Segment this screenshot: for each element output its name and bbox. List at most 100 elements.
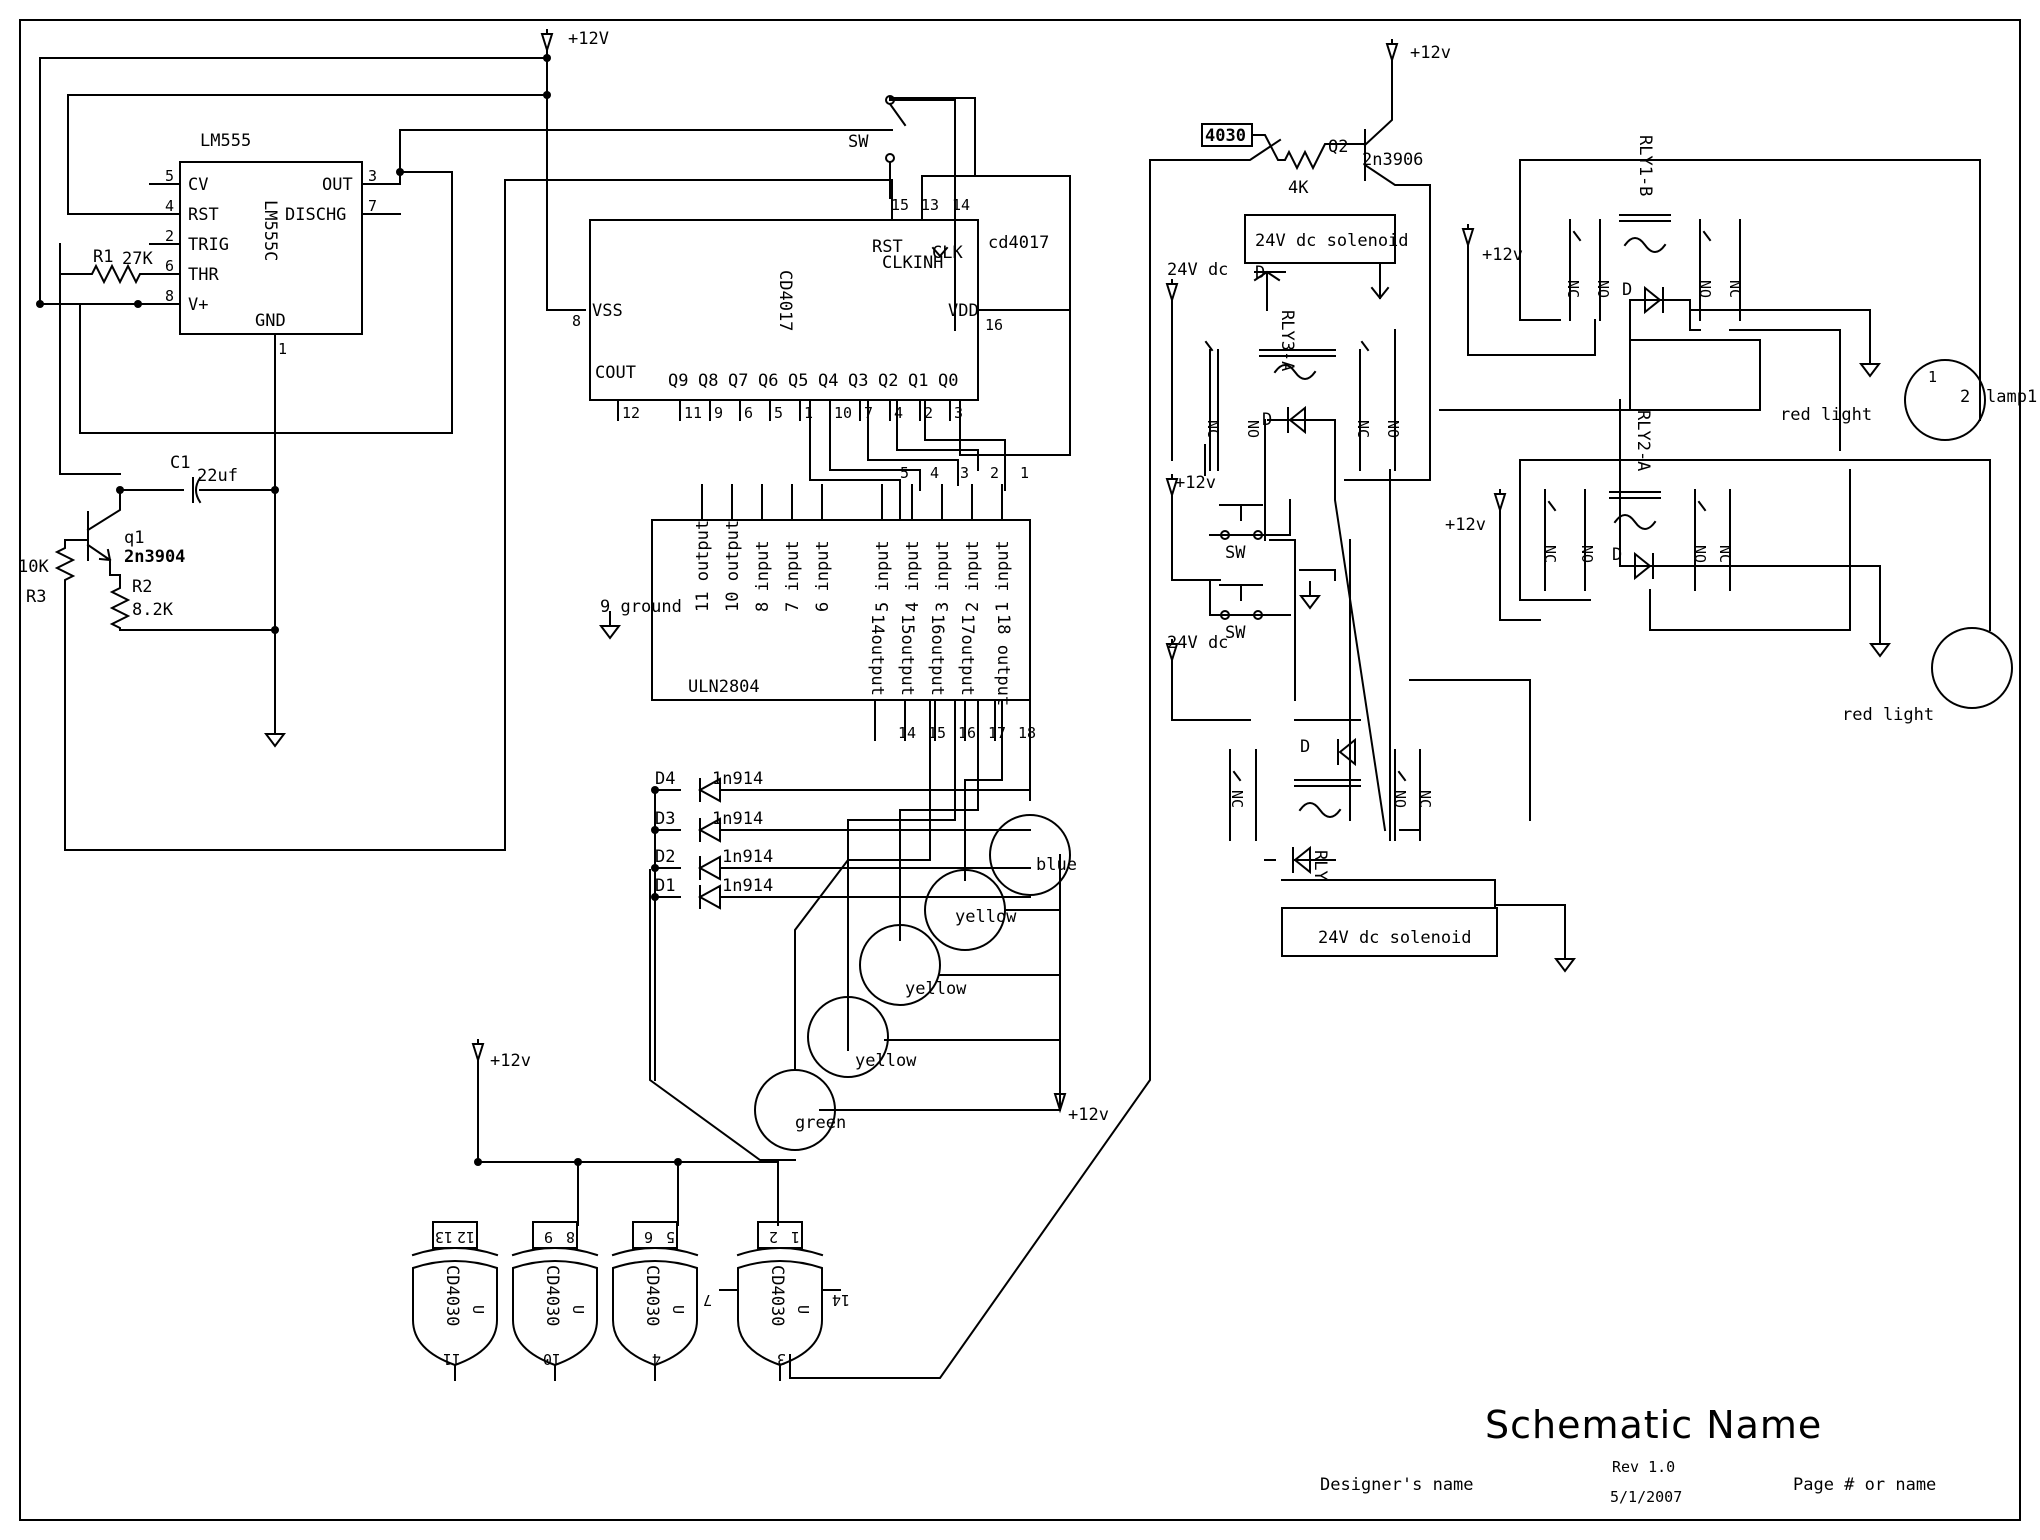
uln2804-ref: ULN2804	[688, 677, 760, 697]
rly-lower-nc: NC	[1228, 790, 1246, 808]
rly3-no-2: NO	[1384, 420, 1402, 438]
red-light-2: red light	[1842, 627, 2013, 725]
switch-label: SW	[848, 132, 869, 152]
uln-input-label: 6 input	[813, 540, 833, 612]
diode-ref: D3	[655, 809, 675, 829]
rly1b-no: NO	[1594, 280, 1612, 298]
route-2: 2	[990, 464, 999, 482]
lamp1-label: lamp1	[1986, 387, 2037, 407]
supply-lamps-label: +12v	[1068, 1105, 1109, 1125]
diode-part: 1n914	[712, 809, 763, 829]
route-5: 5	[900, 464, 909, 482]
cd4017-pin-number: 5	[774, 404, 783, 422]
resistor-r2: R2 8.2K	[109, 574, 279, 634]
q2-ref: Q2	[1328, 137, 1348, 157]
rly1b-label: RLY1-B	[1635, 135, 1655, 196]
v24-label-2: 24V dc	[1167, 633, 1228, 653]
v24-label-1: 24V dc	[1167, 260, 1228, 280]
xor-mark: U	[794, 1305, 812, 1314]
cd4017-pin-number: 12	[622, 404, 640, 422]
cd4017-pin-number: 11	[684, 404, 702, 422]
cd4017-output-q5: Q5	[788, 371, 808, 391]
relay-rly2a: RLY2-A D NC NO NO NC +12v	[1445, 399, 1991, 657]
cd4017-pin-number: 4	[894, 404, 903, 422]
rly2a-no: NO	[1578, 545, 1596, 563]
lm555-timer: LM555 LM555C CV RST TRIG THR V+ GND OUT …	[149, 131, 401, 721]
r2-ref: R2	[132, 577, 152, 597]
pinnum-vdd: 16	[985, 316, 1003, 334]
switch-sw-top[interactable]: SW	[848, 95, 976, 199]
red-light-1-label: red light	[1780, 405, 1872, 425]
lamp-yellow-3: yellow	[807, 996, 917, 1078]
cd4017-output-q9: Q9	[668, 371, 688, 391]
uln2804-body	[651, 519, 1031, 701]
solenoid-bottom: 24V dc solenoid	[1281, 879, 1575, 972]
cd4017-output-q4: Q4	[818, 371, 838, 391]
route-3: 3	[960, 464, 969, 482]
lamp1: 1 2 lamp1	[1904, 359, 2037, 441]
uln-output-label: 18 output	[993, 614, 1013, 706]
pin-clkinh: CLKINH	[882, 253, 943, 273]
resistor-r1: R1 27K	[59, 243, 153, 475]
uln-output-label: 16output	[927, 614, 947, 696]
rly3-d-label: D	[1262, 410, 1272, 430]
pushbutton-sw-1[interactable]: SW	[1217, 504, 1263, 563]
pinnum-trig: 2	[165, 227, 174, 245]
rly1b-supply-label: +12v	[1482, 245, 1523, 265]
diode-part: 1n914	[722, 847, 773, 867]
pinnum-rst: 4	[165, 197, 174, 215]
q2-resistor-value: 4K	[1288, 178, 1309, 198]
pinnum-15: 15	[891, 196, 909, 214]
diode-part: 1n914	[712, 769, 763, 789]
diode-d3: D3 1n914	[651, 809, 1031, 843]
cd4017-output-q6: Q6	[758, 371, 778, 391]
uln-output-pin: 14	[898, 724, 916, 742]
rly3-nc: NC	[1204, 420, 1222, 438]
rly-lower-label: RLY	[1310, 850, 1330, 881]
q2-supply-label: +12v	[1410, 43, 1451, 63]
capacitor-c1: C1 22uf	[116, 453, 279, 504]
diode-ref: D2	[655, 847, 675, 867]
supply-top-label: +12V	[568, 29, 609, 49]
rly1b-nc-2: NC	[1726, 280, 1744, 298]
title-block-rev: Rev 1.0	[1612, 1458, 1675, 1476]
rly3-diode-label: D	[1255, 263, 1265, 283]
xor-in-b: 1	[791, 1228, 800, 1246]
supply-top: +12V	[541, 29, 609, 51]
uln-ground: 9 ground	[600, 597, 682, 617]
cd4017-output-q7: Q7	[728, 371, 748, 391]
xor-out: 4	[652, 1350, 661, 1368]
pushbutton-supply-label: +12v	[1175, 473, 1216, 493]
q2-part: 2n3906	[1362, 150, 1423, 170]
pin-vss: VSS	[592, 301, 623, 321]
lm555-ref: LM555	[200, 131, 251, 151]
pin-vplus: V+	[188, 295, 208, 315]
pin-out: OUT	[322, 175, 353, 195]
cd4017-pin-number: 6	[744, 404, 753, 422]
transistor-q2: 4030 +12v Q2 2n3906 4K	[1201, 39, 1451, 481]
lamp-green-label: green	[795, 1113, 846, 1133]
pinnum-out: 3	[368, 167, 377, 185]
pushbutton-2-label: SW	[1225, 623, 1246, 643]
diode-d2: D2 1n914	[651, 847, 1031, 881]
xor-part: CD4030	[642, 1265, 662, 1326]
uln-input-label: 4 input	[903, 540, 923, 612]
xor-in-a: 9	[544, 1228, 553, 1246]
uln-output-label: 14output	[867, 614, 887, 696]
lamp-yellow-2-label: yellow	[905, 979, 967, 999]
page-border	[19, 19, 2021, 1521]
pushbutton-sw-2[interactable]: SW	[1217, 584, 1263, 643]
cd4017-pin-number: 10	[834, 404, 852, 422]
pin-rst: RST	[872, 237, 903, 257]
uln-output-pin: 16	[958, 724, 976, 742]
xor-in-a: 6	[644, 1228, 653, 1246]
uln-output-label: 15output	[897, 614, 917, 696]
cd4017-ref: cd4017	[988, 233, 1049, 253]
diode-ref: D1	[655, 876, 675, 896]
